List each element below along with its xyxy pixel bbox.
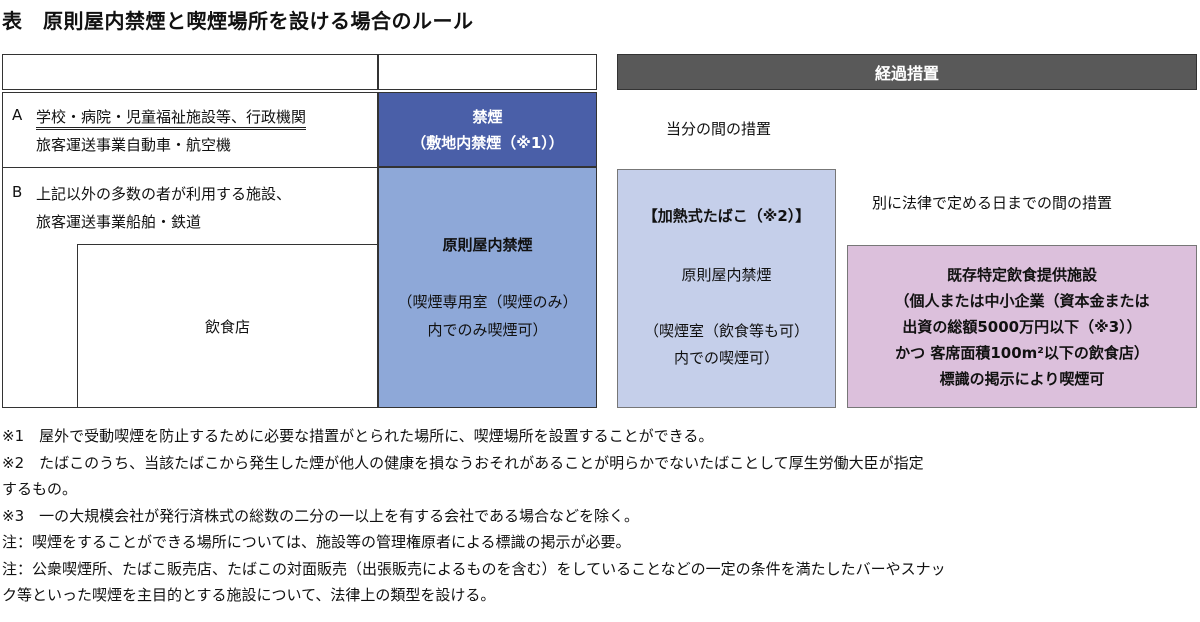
header-transition: 経過措置 [617, 54, 1197, 90]
rule-a-line2: （敷地内禁煙（※1）） [411, 133, 564, 152]
existing-heading: 既存特定飲食提供施設 [946, 265, 1097, 284]
page-title: 表 原則屋内禁煙と喫煙場所を設ける場合のルール [2, 9, 474, 33]
footnote-line: 注：喫煙をすることができる場所については、施設等の管理権原者による標識の掲示が必… [2, 533, 631, 551]
footnote-line: するもの。 [2, 480, 78, 498]
heated-tobacco-sub: 原則屋内禁煙 [681, 266, 772, 284]
rule-cell-a: 禁煙 （敷地内禁煙（※1）） [378, 92, 597, 167]
rule-b-line1: （喫煙専用室（喫煙のみ） [397, 293, 578, 311]
heated-tobacco-cell: 【加熱式たばこ（※2）】 原則屋内禁煙 （喫煙室（飲食等も可） 内での喫煙可） [617, 169, 836, 408]
transition-b-label: 別に法律で定める日までの間の措置 [872, 194, 1113, 212]
footnote-line: ※1 屋外で受動喫煙を防止するために必要な措置がとられた場所に、喫煙場所を設置す… [2, 427, 714, 445]
row-b-line1: 上記以外の多数の者が利用する施設、 [36, 185, 292, 203]
row-separator [2, 167, 378, 168]
row-a-line2: 旅客運送事業自動車・航空機 [36, 136, 232, 154]
footnote-line: ※2 たばこのうち、当該たばこから発生した煙が他人の健康を損なうおそれがあること… [2, 453, 924, 472]
footnote-line: ク等といった喫煙を主目的とする施設について、法律上の類型を設ける。 [2, 586, 496, 604]
existing-line1: （個人または中小企業（資本金または [894, 291, 1150, 310]
footnote-line: ※3 一の大規模会社が発行済株式の総数の二分の一以上を有する会社である場合などを… [2, 506, 639, 525]
row-b-letter: B [12, 183, 23, 201]
existing-line3: かつ 客席面積100m²以下の飲食店） [895, 343, 1149, 362]
restaurant-label: 飲食店 [204, 317, 250, 336]
rule-a-line1: 禁煙 [472, 107, 503, 126]
existing-line4: 標識の掲示により喫煙可 [939, 369, 1105, 388]
header-cell-category [2, 54, 378, 90]
heated-tobacco-line1: （喫煙室（飲食等も可） [643, 322, 809, 340]
row-b-line2: 旅客運送事業船舶・鉄道 [36, 213, 202, 231]
footnotes: ※1 屋外で受動喫煙を防止するために必要な措置がとられた場所に、喫煙場所を設置す… [2, 423, 1198, 609]
rule-b-line2: 内でのみ喫煙可） [427, 321, 548, 339]
transition-a-label: 当分の間の措置 [666, 120, 772, 138]
heated-tobacco-line2: 内での喫煙可） [673, 349, 779, 367]
restaurant-subcategory: 飲食店 [77, 244, 378, 408]
row-a-line1: 学校・病院・児童福祉施設等、行政機関 [36, 106, 307, 130]
heated-tobacco-heading: 【加熱式たばこ（※2）】 [642, 207, 811, 225]
existing-restaurant-cell: 既存特定飲食提供施設 （個人または中小企業（資本金または 出資の総額5000万円… [847, 245, 1197, 408]
footnote-line: 注：公衆喫煙所、たばこ販売店、たばこの対面販売（出張販売によるものを含む）をして… [2, 559, 946, 578]
rule-cell-b: 原則屋内禁煙 （喫煙専用室（喫煙のみ） 内でのみ喫煙可） [378, 167, 597, 408]
existing-line2: 出資の総額5000万円以下（※3）） [902, 317, 1142, 336]
rule-b-heading: 原則屋内禁煙 [442, 236, 533, 254]
header-cell-rule [378, 54, 597, 90]
row-a-letter: A [12, 106, 23, 124]
